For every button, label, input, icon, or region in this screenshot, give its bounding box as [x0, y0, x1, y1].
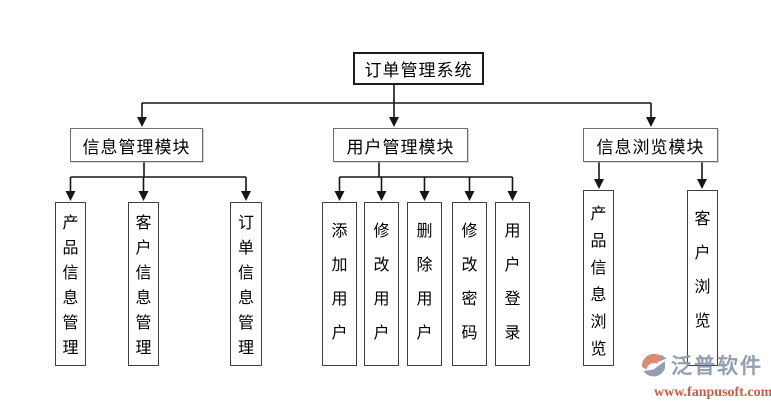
node-customer-browse: 客户浏览 [687, 190, 718, 366]
node-delete-user: 删除用户 [407, 202, 442, 366]
node-order-mgmt-system: 订单管理系统 [353, 52, 484, 85]
connector-module-1 [69, 162, 247, 192]
node-product-info-mgmt: 产品信息管理 [55, 202, 86, 366]
watermark-url: www.fanpusoft.com [654, 385, 771, 400]
node-product-info-browse: 产品信息浏览 [583, 190, 614, 366]
node-info-browse-module: 信息浏览模块 [583, 128, 718, 162]
node-add-user: 添加用户 [322, 202, 357, 366]
connector-root [141, 85, 652, 118]
watermark: 泛普软件 www.fanpusoft.com [640, 352, 771, 400]
node-customer-info-mgmt: 客户信息管理 [128, 202, 159, 366]
node-info-mgmt-module: 信息管理模块 [70, 128, 203, 162]
node-user-login: 用户登录 [495, 202, 530, 366]
fanpu-logo-icon [640, 352, 668, 386]
connector-module-2 [338, 162, 514, 192]
connector-module-3 [598, 162, 703, 180]
node-modify-user: 修改用户 [364, 202, 399, 366]
watermark-brand: 泛普软件 [671, 355, 763, 378]
node-change-password: 修改密码 [452, 202, 487, 366]
node-user-mgmt-module: 用户管理模块 [333, 128, 468, 162]
node-order-info-mgmt: 订单信息管理 [230, 202, 262, 366]
